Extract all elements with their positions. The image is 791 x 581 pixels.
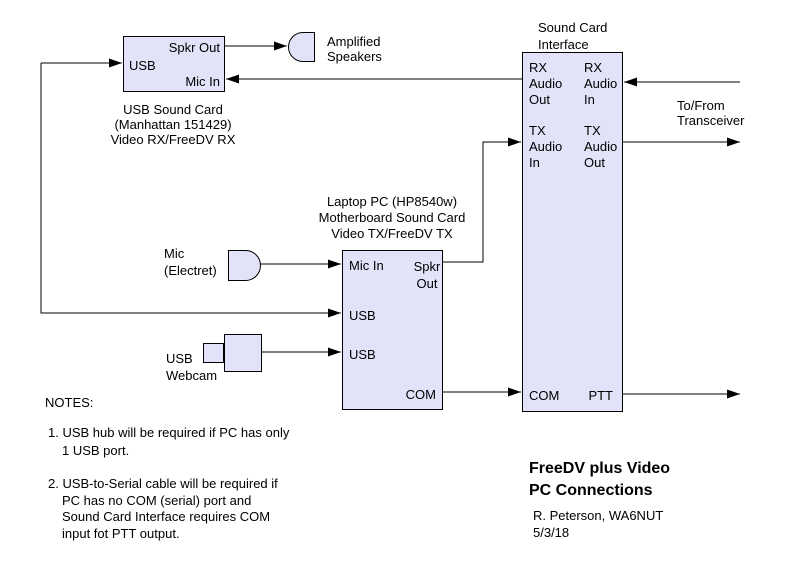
usb-sound-card-caption: USB Sound Card (Manhattan 151429) Video … (73, 102, 273, 147)
microphone-icon (228, 250, 261, 281)
usb-webcam-label-line2: Webcam (166, 368, 218, 383)
notes-item2-line4: input fot PTT output. (62, 526, 180, 541)
transceiver-label-line1: To/From (677, 98, 725, 113)
sound-card-interface-caption: Sound Card Interface (538, 19, 607, 53)
interface-port-rx-audio-in: RX Audio In (584, 60, 617, 108)
interface-port-tx-audio-in: TX Audio In (529, 123, 562, 171)
diagram-title: FreeDV plus Video PC Connections (529, 458, 670, 502)
interface-port-rx-audio-in-line3: In (584, 92, 595, 107)
sound-card-interface-box: RX Audio Out RX Audio In TX Audio In TX … (522, 52, 623, 412)
notes-item2-line3: Sound Card Interface requires COM (62, 509, 271, 524)
transceiver-label-line2: Transceiver (677, 113, 745, 128)
transceiver-label: To/From Transceiver (677, 98, 744, 128)
amplified-speakers-label-line2: Speakers (327, 49, 382, 64)
notes-item2-line1: 2. USB-to-Serial cable will be required … (48, 476, 278, 491)
sound-card-interface-caption-line2: Interface (538, 37, 589, 52)
diagram-title-line2: PC Connections (529, 482, 653, 499)
mic-label-line2: (Electret) (164, 263, 217, 278)
interface-port-rx-audio-out-line2: Audio (529, 76, 563, 91)
diagram-credit: R. Peterson, WA6NUT 5/3/18 (533, 507, 663, 541)
laptop-port-mic-in: Mic In (349, 258, 384, 273)
interface-port-tx-audio-in-line1: TX (529, 123, 546, 138)
interface-port-rx-audio-out-line3: Out (529, 92, 550, 107)
usb-sound-card-port-spkr-out: Spkr Out (168, 40, 220, 55)
laptop-caption-line1: Laptop PC (HP8540w) (326, 194, 458, 209)
interface-port-tx-audio-out-line2: Audio (584, 139, 618, 154)
laptop-caption-line3: Video TX/FreeDV TX (331, 226, 453, 241)
interface-port-rx-audio-in-line2: Audio (584, 76, 618, 91)
interface-port-tx-audio-out-line3: Out (584, 155, 605, 170)
laptop-port-usb1: USB (349, 308, 376, 323)
interface-port-tx-audio-out: TX Audio Out (584, 123, 617, 171)
usb-sound-card-caption-line1: USB Sound Card (123, 102, 223, 117)
interface-port-tx-audio-in-line3: In (529, 155, 540, 170)
usb-sound-card-caption-line2: (Manhattan 151429) (114, 117, 232, 132)
laptop-caption-line2: Motherboard Sound Card (318, 210, 466, 225)
amplified-speakers-label-line1: Amplified (327, 34, 381, 49)
laptop-port-spkr-out-line1: Spkr (413, 259, 441, 274)
usb-sound-card-caption-line3: Video RX/FreeDV RX (110, 132, 236, 147)
sound-card-interface-caption-line1: Sound Card (538, 20, 608, 35)
usb-webcam-label-line1: USB (166, 351, 193, 366)
interface-port-rx-audio-in-line1: RX (584, 60, 603, 75)
laptop-port-com: COM (405, 387, 436, 402)
laptop-box: Mic In Spkr Out USB USB COM (342, 250, 443, 410)
diagram-title-line1: FreeDV plus Video (529, 460, 671, 477)
usb-webcam-label: USB Webcam (166, 350, 217, 384)
speaker-icon (288, 32, 315, 62)
interface-port-tx-audio-out-line1: TX (584, 123, 601, 138)
webcam-icon-body (224, 334, 262, 372)
interface-port-com: COM (529, 388, 560, 403)
laptop-port-spkr-out: Spkr Out (413, 258, 441, 292)
notes-item1-line1: 1. USB hub will be required if PC has on… (48, 425, 290, 440)
notes-heading: NOTES: (45, 395, 94, 410)
amplified-speakers-label: Amplified Speakers (327, 34, 382, 64)
diagram-date: 5/3/18 (533, 525, 570, 540)
laptop-port-usb2: USB (349, 347, 376, 362)
laptop-port-spkr-out-line2: Out (416, 276, 438, 291)
mic-label: Mic (Electret) (164, 245, 217, 279)
usb-sound-card-box: Spkr Out USB Mic In (123, 36, 225, 92)
webcam-icon-lens (203, 343, 224, 363)
laptop-caption: Laptop PC (HP8540w) Motherboard Sound Ca… (282, 194, 502, 242)
notes-item2-line2: PC has no COM (serial) port and (62, 493, 252, 508)
interface-port-rx-audio-out: RX Audio Out (529, 60, 562, 108)
interface-port-tx-audio-in-line2: Audio (529, 139, 563, 154)
notes-item1-line2: 1 USB port. (62, 443, 130, 458)
usb-sound-card-port-mic-in: Mic In (185, 74, 220, 89)
interface-port-ptt: PTT (588, 388, 613, 403)
interface-port-rx-audio-out-line1: RX (529, 60, 548, 75)
mic-label-line1: Mic (164, 246, 185, 261)
diagram-author: R. Peterson, WA6NUT (533, 508, 664, 523)
usb-sound-card-port-usb: USB (129, 58, 156, 73)
